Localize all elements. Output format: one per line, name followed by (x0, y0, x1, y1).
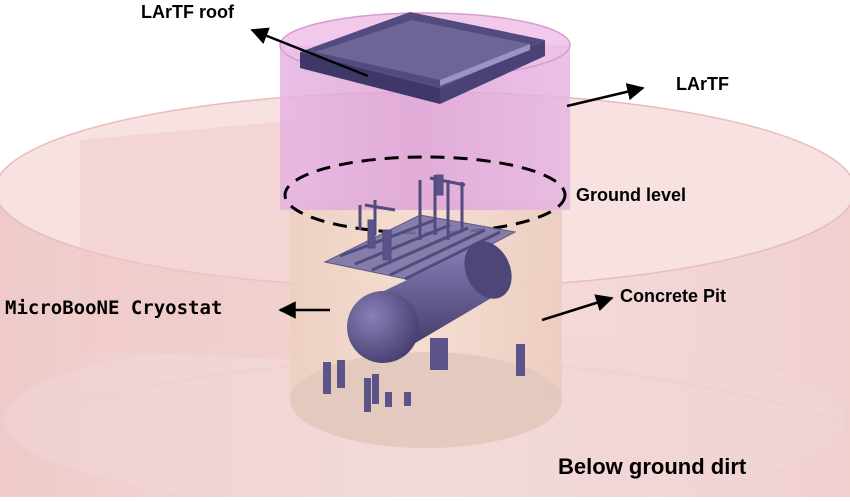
label-lartf-roof: LArTF roof (141, 2, 234, 22)
arrow-lartf (566, 83, 645, 108)
annotation-arrows (250, 27, 645, 322)
label-below-ground-dirt: Below ground dirt (558, 454, 747, 479)
label-lartf: LArTF (676, 74, 729, 94)
label-ground-level: Ground level (576, 185, 687, 205)
lartf-roof-structure (300, 12, 545, 104)
arrow-roof (250, 27, 369, 78)
label-microboone-cryostat: MicroBooNE Cryostat (5, 297, 223, 319)
platform-structure (323, 174, 517, 300)
pit-equipment (323, 338, 525, 412)
microboone-cryostat (347, 241, 512, 363)
label-concrete-pit: Concrete Pit (620, 286, 727, 306)
arrow-pit (541, 294, 614, 322)
